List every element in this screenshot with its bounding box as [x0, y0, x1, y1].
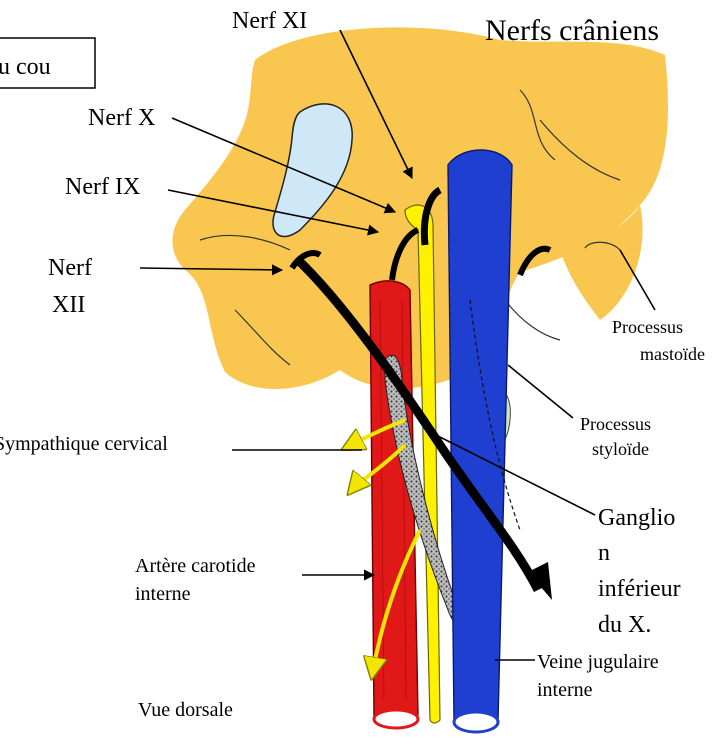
sympathetic-branches	[345, 418, 422, 676]
label-jugulaire-2: interne	[537, 679, 593, 701]
label-ganglion-1: Ganglio	[598, 505, 675, 531]
label-carotide-2: interne	[135, 583, 191, 605]
label-styloide-1: Processus	[580, 414, 651, 434]
label-nerf-ix: Nerf IX	[65, 174, 140, 200]
label-jugulaire-1: Veine jugulaire	[537, 651, 659, 673]
label-ganglion-4: du X.	[598, 612, 651, 638]
label-mastoide-2: mastoïde	[640, 344, 705, 364]
jugular-lumen	[452, 710, 500, 734]
label-nerf-xii-2: XII	[52, 292, 85, 318]
label-sympathique: Sympathique cervical	[0, 433, 168, 455]
label-nerf-xii-1: Nerf	[48, 255, 92, 281]
label-ganglion-2: n	[598, 540, 610, 566]
label-ganglion-3: inférieur	[598, 576, 681, 602]
diagram-title: Nerfs crâniens	[485, 14, 659, 47]
label-styloide-2: styloïde	[592, 439, 649, 459]
label-vue-dorsale: Vue dorsale	[138, 699, 233, 721]
mastoid-process-shape	[560, 205, 643, 320]
label-mastoide-1: Processus	[612, 317, 683, 337]
jugular-vein	[447, 149, 513, 730]
label-nerf-xi: Nerf XI	[232, 8, 307, 34]
jugular-dashed-line	[469, 299, 521, 531]
boxed-label: u cou	[0, 54, 51, 80]
carotid-lumen	[372, 708, 420, 730]
pointer-lines	[139, 29, 656, 661]
foramen-shape	[272, 103, 353, 238]
boxed-label-frame	[0, 37, 96, 89]
skull-contour-lines	[199, 89, 621, 366]
black-nerves	[289, 186, 552, 600]
label-nerf-x: Nerf X	[88, 105, 155, 131]
label-carotide-1: Artère carotide	[135, 555, 256, 577]
